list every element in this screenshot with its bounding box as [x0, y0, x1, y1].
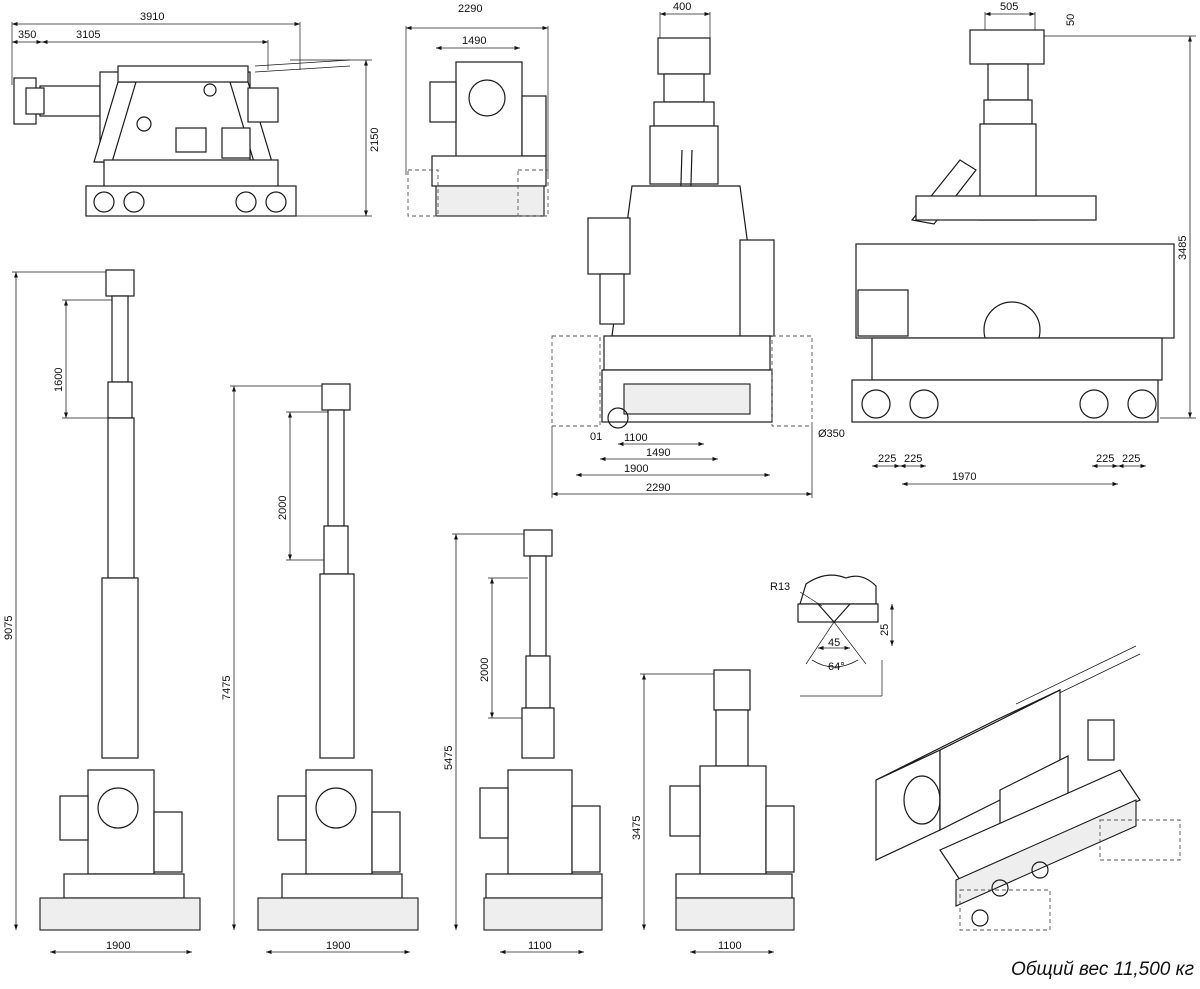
dim-3475: 3475 [631, 816, 643, 840]
dim-225-c: 225 [1096, 453, 1114, 465]
elevation-3475: 3475 1100 [631, 669, 795, 954]
dim-3485: 3485 [1177, 236, 1189, 260]
dim-1900-7475: 1900 [326, 940, 350, 952]
dim-1900-9075: 1900 [106, 940, 130, 952]
total-weight-label: Общий вес 11,500 кг [1010, 959, 1194, 980]
dim-2150: 2150 [369, 128, 381, 152]
dim-225-b: 225 [904, 453, 922, 465]
side-main-view: 505 50 3485 Ø350 225 225 1970 225 [818, 1, 1196, 486]
dim-1100-3475: 1100 [718, 940, 742, 952]
dim-2000-7475: 2000 [277, 496, 289, 520]
dim-1100-front: 1100 [624, 432, 648, 444]
dim-50: 50 [1065, 14, 1077, 26]
isometric-view [875, 645, 1181, 931]
dim-2000-5475: 2000 [479, 658, 491, 682]
dim-225-a: 225 [878, 453, 896, 465]
front-top-view: 2290 1490 [405, 3, 549, 217]
dim-7475: 7475 [221, 676, 233, 700]
callout-01: 01 [590, 431, 602, 443]
dim-2290-top: 2290 [458, 3, 482, 15]
dim-400: 400 [673, 1, 691, 13]
dim-5475: 5475 [443, 746, 455, 770]
dim-25: 25 [879, 624, 891, 636]
dim-1900-front: 1900 [624, 463, 648, 475]
elevation-5475: 5475 2000 1100 [443, 529, 603, 954]
dim-1490-top: 1490 [462, 35, 486, 47]
side-view: 3910 350 3105 2150 [11, 11, 381, 217]
dim-1100-5475: 1100 [528, 940, 552, 952]
detail-view: 45 25 64° R13 [770, 574, 894, 697]
dim-64deg: 64° [828, 661, 845, 673]
dim-1970: 1970 [952, 471, 976, 483]
dim-R13: R13 [770, 581, 790, 593]
elevation-9075: 9075 1600 1900 [3, 269, 201, 954]
dim-225-d: 225 [1122, 453, 1140, 465]
dim-3910: 3910 [140, 11, 164, 23]
dim-3105: 3105 [76, 29, 100, 41]
front-main-view: 400 01 1100 1490 1900 2290 [551, 1, 813, 498]
dim-2290-front: 2290 [646, 482, 670, 494]
dim-505: 505 [1000, 1, 1018, 13]
dim-1490-front: 1490 [646, 447, 670, 459]
elevation-7475: 7475 2000 1900 [221, 383, 419, 954]
dim-1600: 1600 [53, 368, 65, 392]
dim-45: 45 [828, 637, 840, 649]
dim-350: 350 [18, 29, 36, 41]
dim-dia350: Ø350 [818, 428, 845, 440]
dim-9075: 9075 [3, 616, 15, 640]
